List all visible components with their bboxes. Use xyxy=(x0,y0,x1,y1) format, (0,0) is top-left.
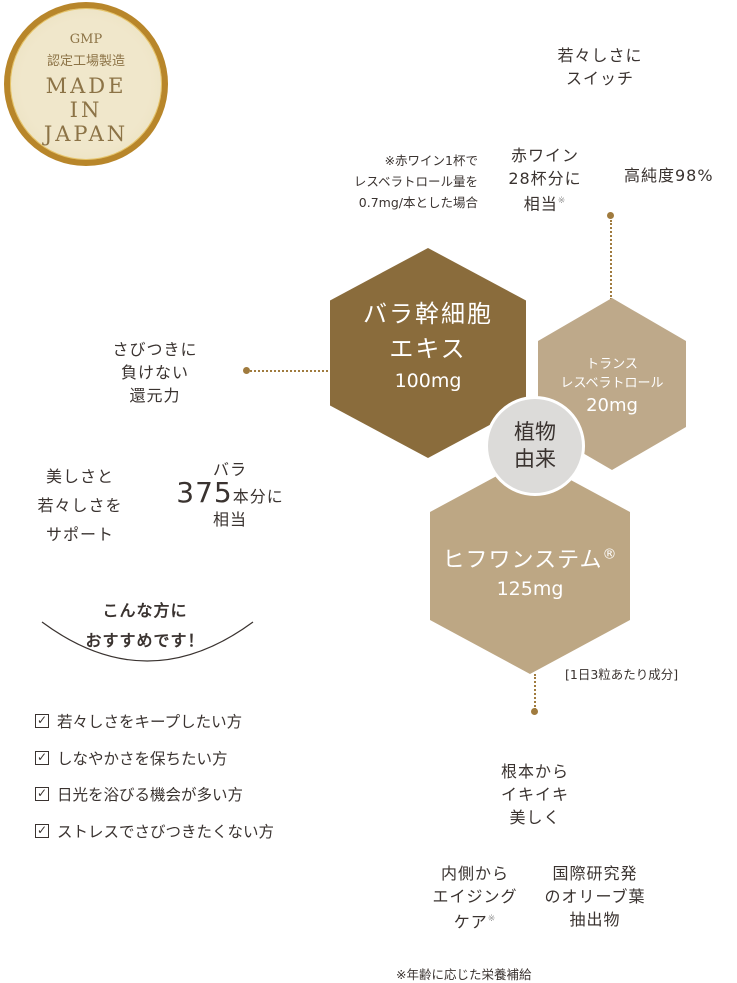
text: 本分に xyxy=(232,487,284,506)
badge-japan: JAPAN xyxy=(43,122,129,146)
connector-line xyxy=(610,220,612,300)
text: しなやかさを保ちたい方 xyxy=(57,749,228,768)
text: レスベラトロール量を xyxy=(353,174,478,189)
badge-in: IN xyxy=(69,98,103,122)
list-item: ✓ 若々しさをキープしたい方 xyxy=(35,711,274,731)
text: 0.7mg/本とした場合 xyxy=(358,195,478,210)
recommend-list: ✓ 若々しさをキープしたい方 ✓ しなやかさを保ちたい方 ✓ 日光を浴びる機会が多い方… xyxy=(35,711,274,841)
feature-wine: 赤ワイン 28杯分に 相当※ xyxy=(495,144,595,215)
feature-roots: 根本から イキイキ 美しく xyxy=(480,760,590,829)
feature-inner-care: 内側から エイジング ケア※ xyxy=(420,862,530,933)
amount: 20mg xyxy=(586,394,638,416)
recommend-title: こんな方に おすすめです！ xyxy=(60,596,230,656)
footnote: ※年齢に応じた栄養補給 xyxy=(396,967,532,982)
text: こんな方に xyxy=(102,601,188,620)
text: 抽出物 xyxy=(569,910,621,929)
text: ストレスでさびつきたくない方 xyxy=(57,822,275,841)
text: 内側から xyxy=(440,864,509,883)
note-mark: ※ xyxy=(557,196,567,206)
text: エキス xyxy=(389,335,467,363)
connector-line xyxy=(534,674,536,710)
list-item: ✓ 日光を浴びる機会が多い方 xyxy=(35,784,274,804)
text: バラ xyxy=(212,460,247,479)
text: さびつきに xyxy=(112,340,198,359)
text: 赤ワイン xyxy=(510,146,579,165)
amount: 100mg xyxy=(394,370,462,392)
wine-note: ※赤ワイン1杯で レスベラトロール量を 0.7mg/本とした場合 xyxy=(300,150,478,213)
text: エイジング xyxy=(432,887,518,906)
text: 若々しさを xyxy=(37,496,123,515)
registered-mark: ® xyxy=(602,546,618,563)
text: ケア xyxy=(453,912,488,932)
checkbox-checked-icon: ✓ xyxy=(35,749,49,765)
list-item: ✓ しなやかさを保ちたい方 xyxy=(35,748,274,768)
badge-made: MADE xyxy=(45,74,127,98)
connector-line xyxy=(250,370,332,372)
text: 根本から xyxy=(500,762,569,781)
text: 植物 xyxy=(514,420,556,444)
text: 美しく xyxy=(509,808,561,827)
text: 還元力 xyxy=(129,386,181,405)
text: サポート xyxy=(45,525,114,544)
text: 美しさと xyxy=(45,467,114,486)
text: スイッチ xyxy=(565,69,634,88)
text: バラ幹細胞 xyxy=(363,300,493,328)
text: 若々しさに xyxy=(557,46,643,65)
text: 相当 xyxy=(523,194,558,214)
text: トランス xyxy=(586,356,638,372)
rose-count-number: 375 xyxy=(176,476,233,509)
text: ヒフワンステム xyxy=(442,548,603,573)
text: 負けない xyxy=(120,363,189,382)
text: ※赤ワイン1杯で xyxy=(384,153,478,168)
plant-origin-circle: 植物 由来 xyxy=(485,396,585,496)
feature-antirust: さびつきに 負けない 還元力 xyxy=(90,338,220,407)
note-mark: ※ xyxy=(487,914,497,924)
text: イキイキ xyxy=(500,785,569,804)
feature-switch: 若々しさに スイッチ xyxy=(545,44,655,90)
text: 国際研究発 xyxy=(552,864,638,883)
text: 由来 xyxy=(514,447,556,471)
text: レスベラトロール xyxy=(560,375,664,391)
feature-purity: 高純度98% xyxy=(624,166,714,185)
badge-gmp: GMP xyxy=(69,32,103,47)
per-day-note: [1日3粒あたり成分] xyxy=(565,667,679,682)
made-in-japan-badge: GMP 認定工場製造 MADE IN JAPAN xyxy=(4,2,168,166)
feature-olive: 国際研究発 のオリーブ葉 抽出物 xyxy=(535,862,655,931)
connector-dot xyxy=(531,708,538,715)
feature-rose-count: バラ 375本分に 相当 xyxy=(160,458,300,531)
text: 日光を浴びる機会が多い方 xyxy=(57,786,244,804)
badge-certified: 認定工場製造 xyxy=(46,54,125,69)
connector-dot xyxy=(607,212,614,219)
checkbox-checked-icon: ✓ xyxy=(35,822,49,838)
checkbox-checked-icon: ✓ xyxy=(35,786,49,801)
connector-dot xyxy=(243,367,250,374)
checkbox-checked-icon: ✓ xyxy=(35,713,49,728)
amount: 125mg xyxy=(496,578,564,600)
list-item: ✓ ストレスでさびつきたくない方 xyxy=(35,821,274,841)
text: 28杯分に xyxy=(508,169,582,188)
text: 相当 xyxy=(212,510,247,529)
text: 若々しさをキープしたい方 xyxy=(57,713,243,731)
text: おすすめです！ xyxy=(85,631,205,650)
title-arc xyxy=(41,621,254,662)
feature-support: 美しさと 若々しさを サポート xyxy=(20,462,140,549)
text: のオリーブ葉 xyxy=(544,887,646,906)
